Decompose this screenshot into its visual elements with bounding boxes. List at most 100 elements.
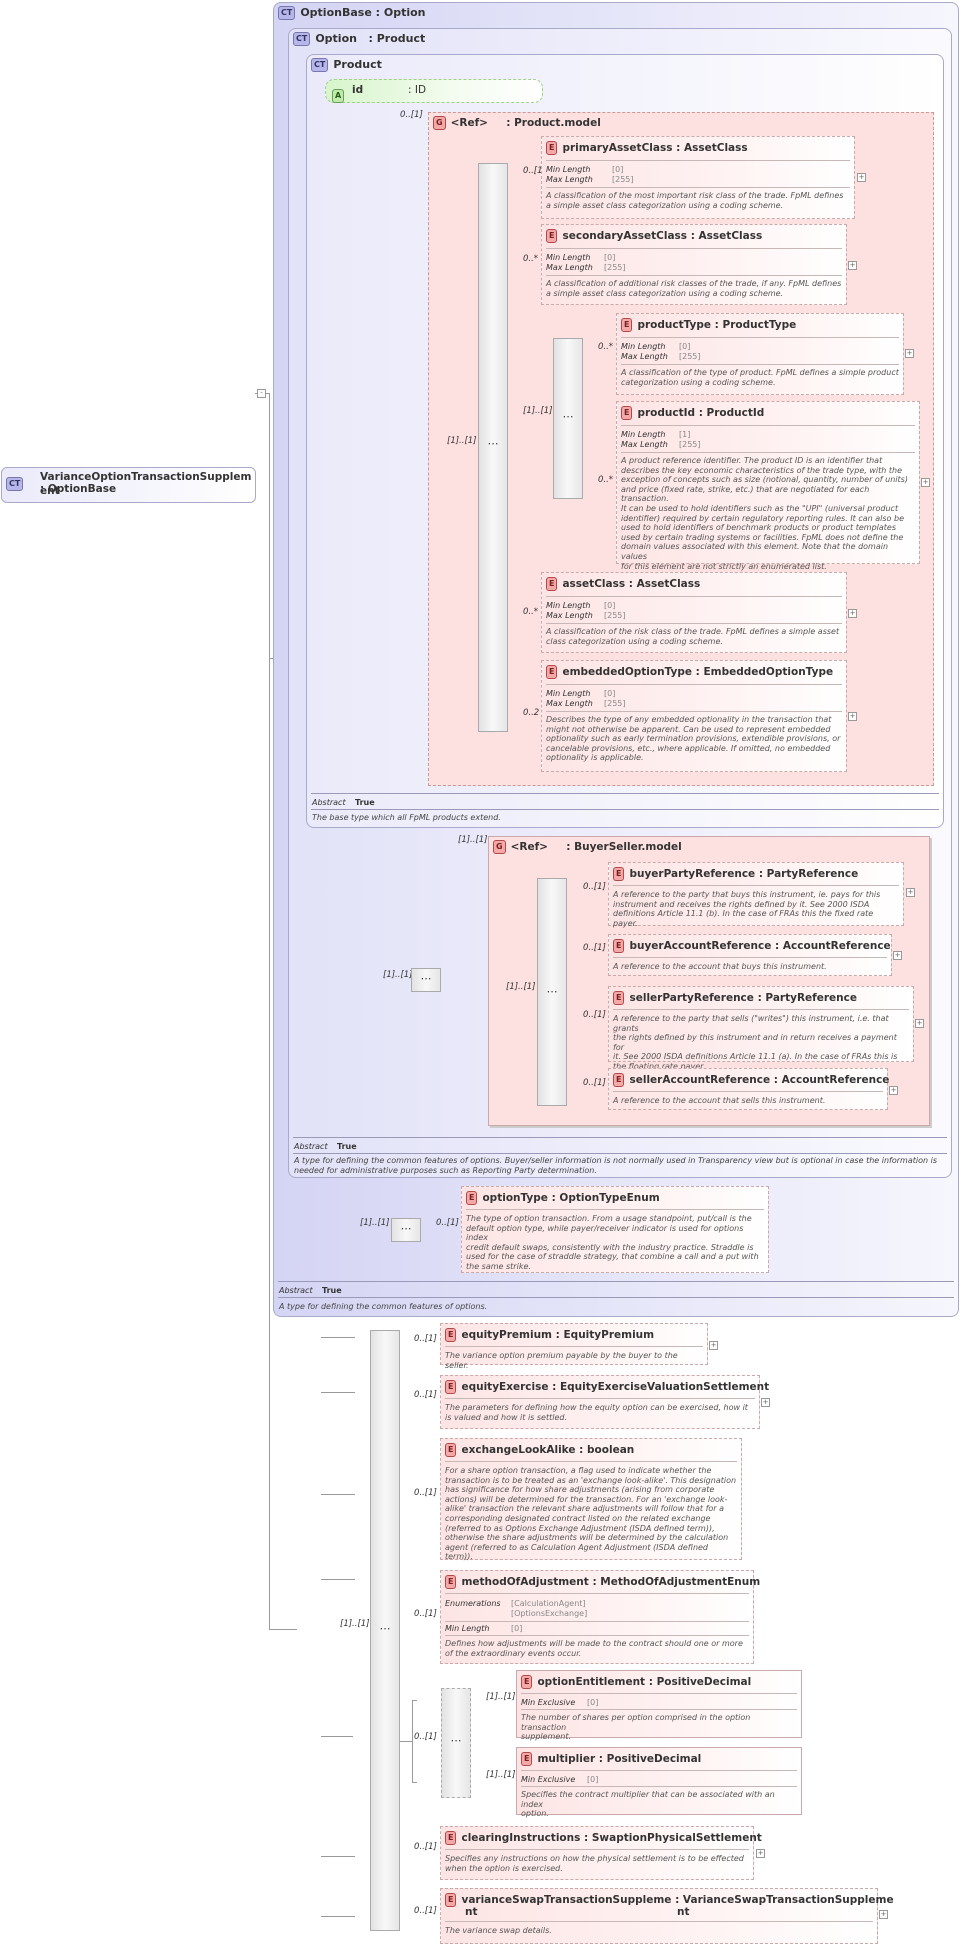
- expand-toggle[interactable]: +: [848, 712, 857, 721]
- inner-sequence[interactable]: [441, 1688, 471, 1798]
- element-icon: E: [546, 229, 558, 243]
- cardinality: 0..[1]: [583, 1010, 606, 1020]
- complex-type-icon: CT: [6, 472, 28, 491]
- cardinality: 0..[1]: [400, 110, 423, 120]
- cardinality: 0..[1]: [414, 1390, 437, 1400]
- cardinality: 0..[1]: [414, 1609, 437, 1619]
- group-title: G<Ref> : Product.model: [433, 116, 601, 130]
- expand-toggle[interactable]: +: [848, 609, 857, 618]
- buyerseller-sequence[interactable]: [537, 878, 567, 1106]
- cardinality: [1]..[1]: [458, 835, 488, 845]
- cardinality: 0..2: [523, 708, 540, 718]
- option-doc: A type for defining the common features …: [294, 1156, 937, 1175]
- element-icon: E: [445, 1328, 457, 1342]
- main-sequence[interactable]: [370, 1330, 400, 1931]
- element-icon: E: [521, 1675, 533, 1689]
- abstract-label: Abstract: [312, 798, 346, 807]
- element-icon: E: [613, 939, 625, 953]
- expand-toggle[interactable]: +: [915, 1019, 924, 1028]
- expand-toggle[interactable]: +: [921, 478, 930, 487]
- element-icon: E: [466, 1191, 478, 1205]
- abstract-label: Abstract: [294, 1142, 328, 1151]
- expand-toggle[interactable]: +: [761, 1398, 770, 1407]
- cardinality: 0..[1]: [414, 1334, 437, 1344]
- element-icon: E: [621, 318, 633, 332]
- element-icon: E: [613, 991, 625, 1005]
- product-model-sequence[interactable]: [478, 163, 508, 732]
- expand-toggle[interactable]: +: [879, 1910, 888, 1919]
- sequence-icon: ⋯: [420, 972, 432, 985]
- expand-toggle[interactable]: +: [848, 261, 857, 270]
- abstract-value: True: [337, 1142, 357, 1151]
- expand-toggle[interactable]: +: [756, 1849, 765, 1858]
- expand-toggle[interactable]: +: [905, 349, 914, 358]
- root-type-name: VarianceOptionTransactionSupplem : Optio…: [40, 471, 252, 495]
- expand-toggle[interactable]: +: [906, 888, 915, 897]
- cardinality: 0..[1]: [583, 943, 606, 953]
- expand-toggle[interactable]: +: [889, 1086, 898, 1095]
- sequence-icon: ⋯: [379, 1622, 391, 1635]
- cardinality: 0..[1]: [436, 1218, 459, 1228]
- cardinality: [1]..[1]: [486, 1770, 516, 1780]
- group-icon: G: [493, 840, 506, 854]
- element-icon: E: [445, 1575, 457, 1589]
- cardinality: [1]..[1]: [486, 1692, 516, 1702]
- product-type-choice[interactable]: [553, 338, 583, 499]
- id-attribute[interactable]: A id : ID: [325, 79, 543, 103]
- abstract-value: True: [355, 798, 375, 807]
- group-title: G<Ref> : BuyerSeller.model: [493, 840, 682, 854]
- optionbase-doc: A type for defining the common features …: [279, 1302, 488, 1311]
- expand-toggle[interactable]: +: [709, 1341, 718, 1350]
- cardinality: 0..[1]: [414, 1842, 437, 1852]
- root-type-name-wrap: ent: [40, 485, 60, 497]
- cardinality: 0..[1]: [414, 1906, 437, 1916]
- cardinality: 0..*: [523, 254, 539, 264]
- element-icon: E: [546, 141, 558, 155]
- cardinality: [1]..[1]: [360, 1218, 390, 1228]
- cardinality: 0..*: [598, 475, 614, 485]
- root-expand-toggle[interactable]: -: [257, 389, 266, 398]
- cardinality: 0..[1]: [583, 882, 606, 892]
- element-icon: E: [546, 577, 558, 591]
- attribute-icon: A: [332, 84, 349, 103]
- complex-type-icon: CT: [293, 32, 311, 46]
- choice-icon: ⋯: [562, 410, 574, 423]
- buyerseller-outer-sequence[interactable]: [411, 968, 441, 992]
- group-icon: G: [433, 116, 446, 130]
- element-icon: E: [445, 1893, 457, 1907]
- cardinality: 0..[1]: [414, 1488, 437, 1498]
- optiontype-sequence[interactable]: [391, 1218, 421, 1242]
- sequence-icon: ⋯: [400, 1222, 412, 1235]
- element-icon: E: [445, 1380, 457, 1394]
- expand-toggle[interactable]: +: [893, 951, 902, 960]
- cardinality: 0..[1]: [523, 166, 546, 176]
- expand-toggle[interactable]: +: [857, 173, 866, 182]
- element-icon: E: [613, 1073, 625, 1087]
- cardinality: [1]..[1]: [523, 406, 553, 416]
- sequence-icon: ⋯: [450, 1734, 462, 1747]
- complex-type-icon: CT: [278, 6, 296, 20]
- root-type-box[interactable]: CT VarianceOptionTransactionSupplem : Op…: [1, 467, 256, 503]
- sequence-icon: ⋯: [546, 985, 558, 998]
- cardinality: [1]..[1]: [340, 1619, 370, 1629]
